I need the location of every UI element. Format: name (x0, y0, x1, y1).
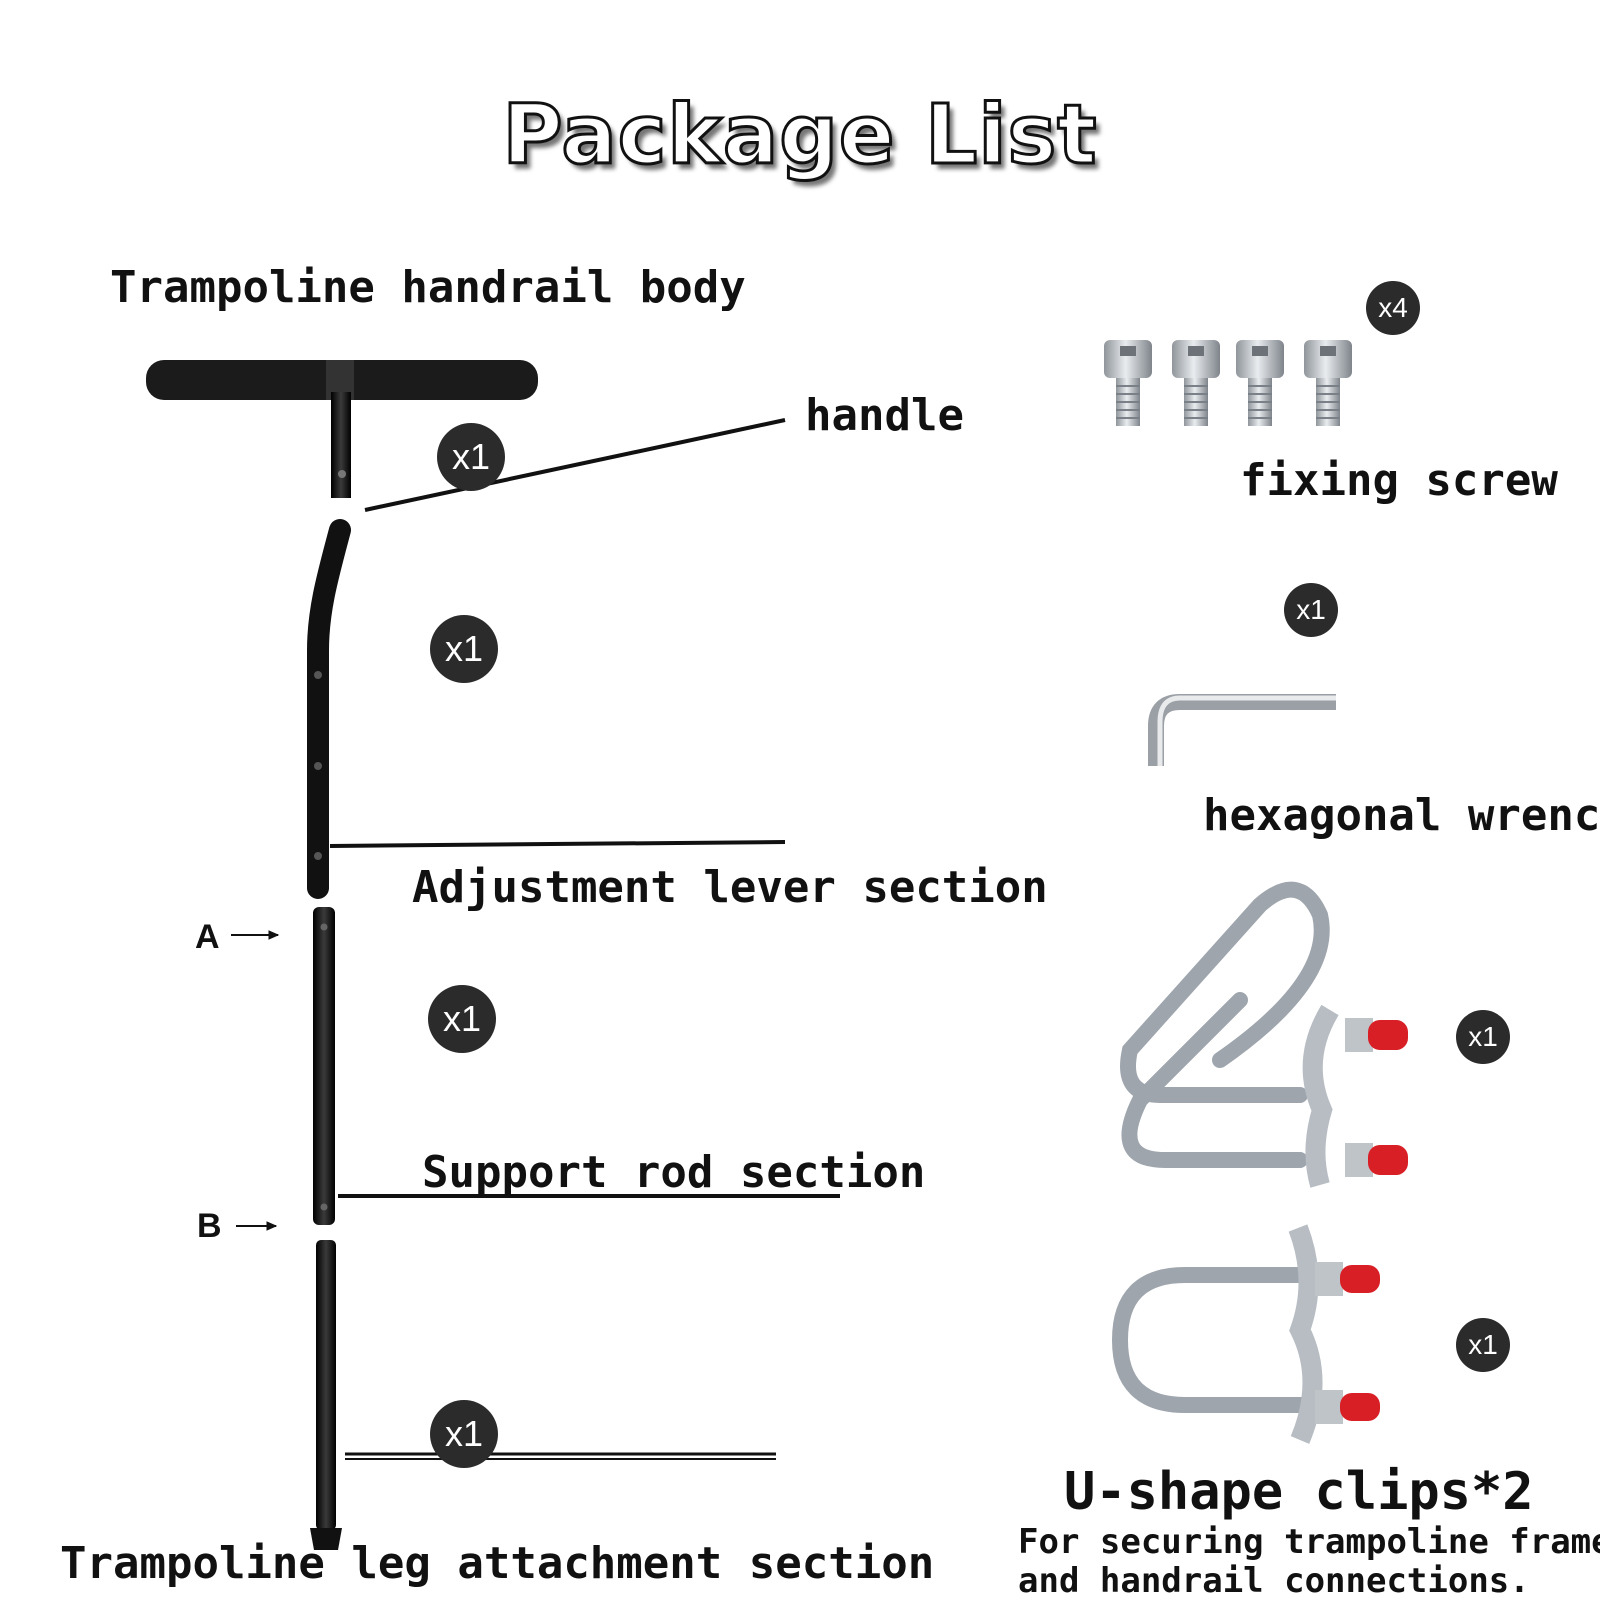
u-clip-small-icon (1111, 1224, 1380, 1444)
adjustment-rod-icon (307, 519, 351, 899)
clips-note-line1: For securing trampoline frames (1018, 1522, 1600, 1562)
support-rod-icon (313, 907, 335, 1225)
u-clip-icon (1120, 881, 1408, 1188)
leg-rod-icon (310, 1240, 342, 1550)
handle-label: handle (805, 390, 964, 441)
marker-a: A (195, 918, 220, 956)
qty-badge-handle: x1 (437, 423, 505, 491)
qty-badge-wrench: x1 (1284, 583, 1338, 637)
qty-badge-screw: x4 (1366, 281, 1420, 335)
wrench-label: hexagonal wrench (1203, 790, 1600, 841)
body-label: Trampoline handrail body (110, 262, 746, 313)
qty-badge-clip-small: x1 (1456, 1318, 1510, 1372)
clips-note-line2: and handrail connections. (1018, 1561, 1530, 1601)
leader-lines (231, 418, 840, 1460)
screw-label: fixing screw (1240, 455, 1558, 506)
qty-badge-support: x1 (428, 985, 496, 1053)
adjustment-label: Adjustment lever section (412, 862, 1048, 913)
qty-badge-adjustment: x1 (430, 615, 498, 683)
qty-badge-leg: x1 (430, 1400, 498, 1468)
clips-label: U-shape clips*2 (1064, 1462, 1534, 1522)
page-title: Package List (501, 87, 1098, 185)
hex-wrench-icon (1148, 694, 1336, 766)
handle-grip-icon (146, 360, 538, 498)
marker-b: B (197, 1207, 222, 1245)
qty-badge-clip-large: x1 (1456, 1010, 1510, 1064)
support-label: Support rod section (422, 1147, 926, 1198)
leg-label: Trampoline leg attachment section (60, 1538, 935, 1589)
screw-icon (1104, 340, 1352, 426)
